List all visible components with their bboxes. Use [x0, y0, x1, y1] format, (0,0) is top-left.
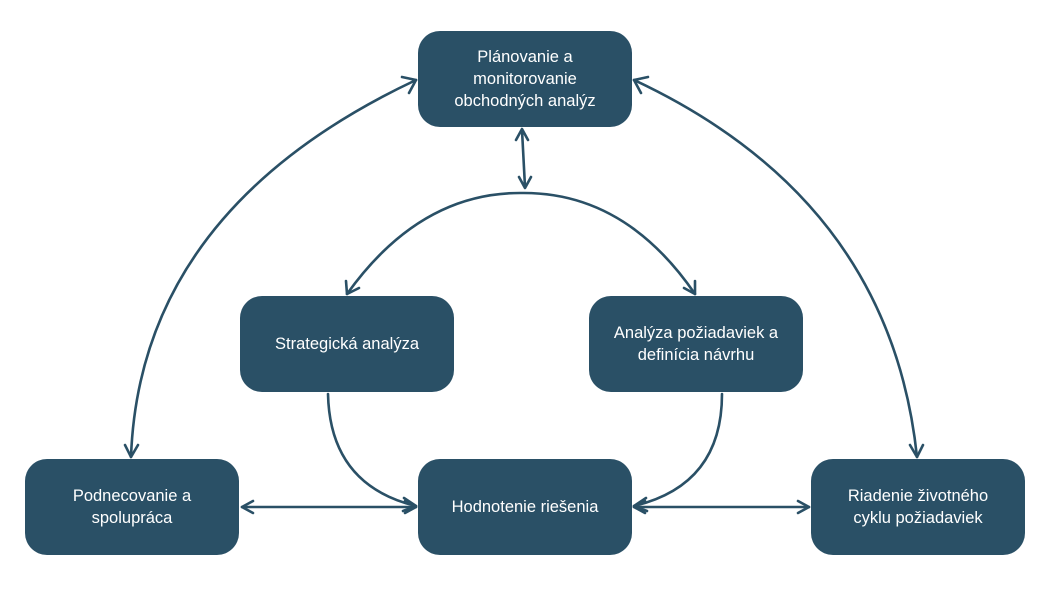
node-requirements-analysis: Analýza požiadaviek a definícia návrhu	[589, 296, 803, 392]
arrowhead-strategic-top	[344, 279, 361, 296]
node-elicitation-collaboration: Podnecovanie a spolupráca	[25, 459, 239, 555]
node-strategic-label: Strategická analýza	[275, 335, 419, 353]
edge-planning-lifecycle	[632, 78, 919, 459]
arrowhead-encouragement-right	[240, 499, 255, 515]
arrowhead-planning-right	[632, 75, 650, 95]
edge-inner-arc	[345, 191, 697, 296]
arrowhead-encouragement-top	[123, 443, 140, 459]
edge-planning-inner-arc	[520, 128, 527, 189]
node-requirements-lifecycle: Riadenie životného cyklu požiadaviek	[811, 459, 1025, 555]
node-encouragement-label: Podnecovanie a spolupráca	[72, 487, 192, 527]
arrowhead-requirements-top	[682, 279, 697, 296]
edge-strategic-evaluation	[326, 392, 418, 508]
node-evaluation-label: Hodnotenie riešenia	[451, 498, 599, 516]
node-solution-evaluation: Hodnotenie riešenia	[418, 459, 632, 555]
arrowhead-evaluation-left	[403, 499, 418, 515]
arrowhead-lifecycle-left	[796, 499, 811, 515]
arrowhead-evaluation-right	[632, 499, 647, 515]
node-lifecycle-label: Riadenie životného cyklu požiadaviek	[847, 487, 989, 527]
arrowhead-arc-top	[517, 175, 533, 190]
arrowhead-planning-bottom	[514, 127, 530, 142]
arrowhead-planning-left	[400, 75, 418, 95]
arrowhead-lifecycle-top	[908, 443, 925, 459]
edge-requirements-evaluation	[632, 392, 724, 508]
edge-planning-encouragement	[129, 78, 418, 459]
node-requirements-label: Analýza požiadaviek a definícia návrhu	[613, 324, 779, 364]
node-strategic-analysis: Strategická analýza	[240, 296, 454, 392]
node-planning-monitoring: Plánovanie a monitorovanie obchodných an…	[418, 31, 632, 127]
node-planning-label: Plánovanie a monitorovanie obchodných an…	[454, 48, 596, 110]
